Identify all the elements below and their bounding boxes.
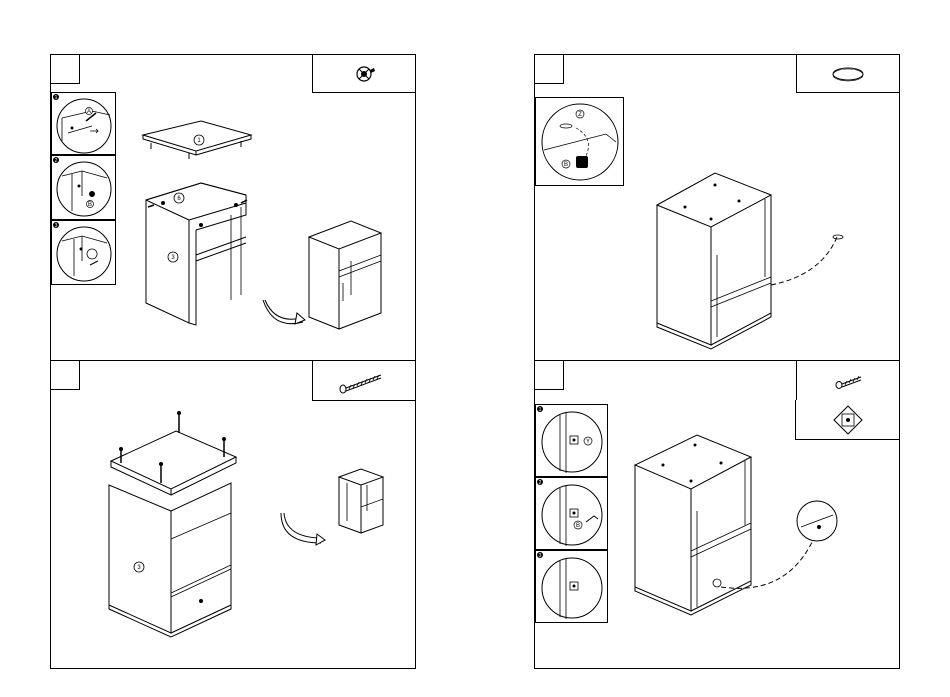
step-1-illustration: 1 6 3 [51,55,416,361]
step-3-panel: Z B [534,54,900,361]
step-4-panel: 1 Y 2 B 3 [534,360,900,669]
step-3-illustration [535,55,900,361]
step-1-panel: 1 A 2 B 3 [50,54,416,361]
step-2-illustration: 3 [51,361,416,669]
step-2-panel: 3 [50,360,416,669]
step-4-illustration [535,361,900,669]
